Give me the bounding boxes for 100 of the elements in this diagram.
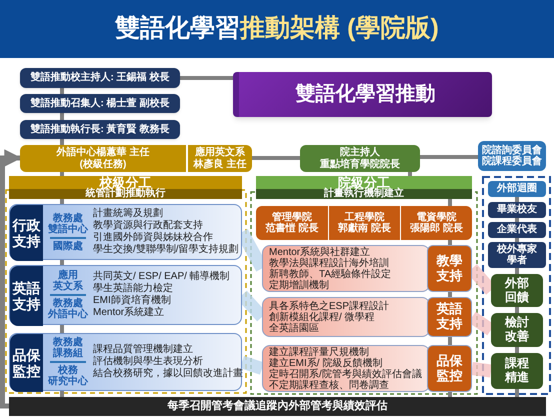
category-text: 英語支持 bbox=[12, 280, 40, 312]
college-box bbox=[256, 206, 328, 240]
task-line: 評估機制與學生表現分析 bbox=[93, 356, 204, 368]
task-card bbox=[262, 245, 430, 292]
leader-text: 外語中心楊蕙華 主任 bbox=[56, 147, 150, 158]
feedback-box bbox=[491, 313, 543, 347]
category-label bbox=[10, 334, 43, 392]
leader-text: 應用英文系 bbox=[195, 147, 245, 158]
section-header: 校級分工 bbox=[9, 176, 242, 189]
task-line: 定期增訓機制 bbox=[269, 280, 330, 290]
category-text: 品保監控 bbox=[436, 354, 462, 384]
leader-box bbox=[20, 145, 186, 172]
department-label: 研究中心 bbox=[48, 376, 88, 387]
category-label bbox=[427, 345, 472, 392]
task-line: 課程品質管理機制建立 bbox=[93, 344, 194, 356]
support-card bbox=[9, 265, 242, 325]
task-line: 引進國外師資與姊妹校合作 bbox=[93, 232, 214, 244]
banner-text: 雙語化學習推動 bbox=[296, 83, 436, 106]
feedback-text: 課程精進 bbox=[505, 357, 529, 385]
connector-line bbox=[515, 268, 519, 274]
stakeholder-box bbox=[488, 242, 546, 268]
task-line: 計畫統籌及規劃 bbox=[93, 208, 164, 220]
task-line: 學生交換/雙聯學制/留學支持規劃 bbox=[93, 244, 239, 256]
task-line: 具各系特色之ESP課程設計 bbox=[269, 300, 390, 312]
task-line: 定時召開系/院管考與績效評估會議 bbox=[269, 368, 423, 380]
committee-text: 院課程委員會 bbox=[482, 156, 542, 168]
diagram-title: 雙語化學習推動架構 (學院版) bbox=[115, 13, 439, 44]
plate-text: 雙語推動校主持人: 王錫福 校長 bbox=[30, 72, 170, 84]
connector-line bbox=[180, 76, 233, 80]
footer-text: 每季召開管考會議追蹤內外部管考與績效評估 bbox=[168, 400, 388, 413]
connector-line bbox=[448, 392, 452, 397]
category-text: 品保監控 bbox=[12, 346, 40, 380]
connector-line bbox=[515, 347, 519, 353]
section-subheader: 統管計劃推動執行 bbox=[9, 189, 242, 199]
feedback-text: 檢討改善 bbox=[505, 316, 529, 344]
leader-box bbox=[300, 145, 420, 172]
college-box bbox=[329, 206, 400, 240]
feedback-text: 外部回饋 bbox=[505, 276, 529, 304]
connector-line bbox=[515, 389, 519, 397]
task-line: Mentor系統與社群建立 bbox=[269, 246, 372, 258]
leader-text: 林彥良 主任 bbox=[194, 158, 246, 170]
connector-line bbox=[60, 391, 64, 397]
connector-line bbox=[60, 113, 64, 120]
name-plate bbox=[20, 68, 180, 88]
department-label: 雙語中心 bbox=[48, 224, 88, 234]
plate-text: 雙語推動召集人: 楊士萱 副校長 bbox=[30, 98, 170, 110]
category-label bbox=[10, 266, 43, 326]
leader-text: 重點培育學院院長 bbox=[320, 158, 400, 170]
task-line: 新聘教師、TA經驗條件設定 bbox=[269, 268, 392, 280]
department-label: 課務組 bbox=[53, 348, 83, 359]
task-line: 教學法與課程設計海外培訓 bbox=[269, 258, 390, 268]
department-label: 應用 bbox=[58, 270, 78, 281]
ribbon-band bbox=[240, 356, 264, 375]
department-label: 教務處 bbox=[53, 212, 83, 224]
college-box bbox=[401, 206, 472, 240]
department-label: 教務處 bbox=[53, 298, 83, 309]
stakeholder-box bbox=[488, 202, 546, 218]
connector-line bbox=[448, 337, 452, 345]
connector-line bbox=[60, 139, 64, 145]
connector-line bbox=[60, 199, 64, 204]
loop-text: 外部迴圈 bbox=[497, 183, 537, 195]
ribbon-band bbox=[471, 362, 492, 378]
college-text: 管理學院 bbox=[272, 212, 312, 222]
department-label: 外語中心 bbox=[48, 309, 88, 320]
name-plate bbox=[20, 94, 180, 113]
connector-line bbox=[515, 197, 519, 202]
stakeholder-text: 企業代表 bbox=[497, 224, 537, 236]
connector-line bbox=[420, 155, 478, 159]
category-text: 行政支持 bbox=[12, 216, 40, 250]
task-line: 建立課程評量尺規機制 bbox=[269, 346, 370, 358]
task-line: 全英語園區 bbox=[269, 322, 320, 334]
task-card bbox=[262, 345, 430, 392]
committee-box bbox=[478, 141, 546, 171]
category-label bbox=[427, 245, 472, 292]
category-label bbox=[427, 297, 472, 337]
task-line: 創新模組化課程/ 微學程 bbox=[269, 312, 376, 322]
task-line: 教學資源與行政配套支持 bbox=[93, 220, 204, 232]
college-text: 郭獻南 院長 bbox=[338, 223, 391, 234]
leader-text: (校級任務) bbox=[80, 158, 126, 170]
connector-line bbox=[448, 240, 452, 245]
department-label: 國際處 bbox=[53, 240, 83, 252]
stakeholder-box bbox=[488, 222, 546, 238]
connector-line bbox=[408, 172, 412, 176]
stakeholder-text: 畢業校友 bbox=[497, 204, 537, 216]
department-label: 教務處 bbox=[53, 337, 83, 348]
committee-text: 院諮詢委員會 bbox=[482, 144, 542, 156]
connector-line bbox=[60, 172, 64, 176]
connector-line bbox=[252, 156, 300, 160]
connector-line bbox=[448, 292, 452, 297]
college-text: 范書愷 院長 bbox=[266, 223, 318, 234]
feedback-box bbox=[491, 353, 543, 389]
connector-line bbox=[60, 88, 64, 94]
connector-line bbox=[60, 325, 64, 333]
category-text: 教學支持 bbox=[436, 254, 462, 284]
category-label bbox=[10, 205, 43, 261]
feedback-box bbox=[491, 274, 543, 307]
category-text: 英語支持 bbox=[436, 302, 462, 332]
section-subheader: 計畫執行機制建立 bbox=[256, 189, 472, 199]
college-text: 電資學院 bbox=[416, 212, 456, 222]
task-line: 建立EMI系/ 院級反饋機制 bbox=[269, 358, 384, 368]
